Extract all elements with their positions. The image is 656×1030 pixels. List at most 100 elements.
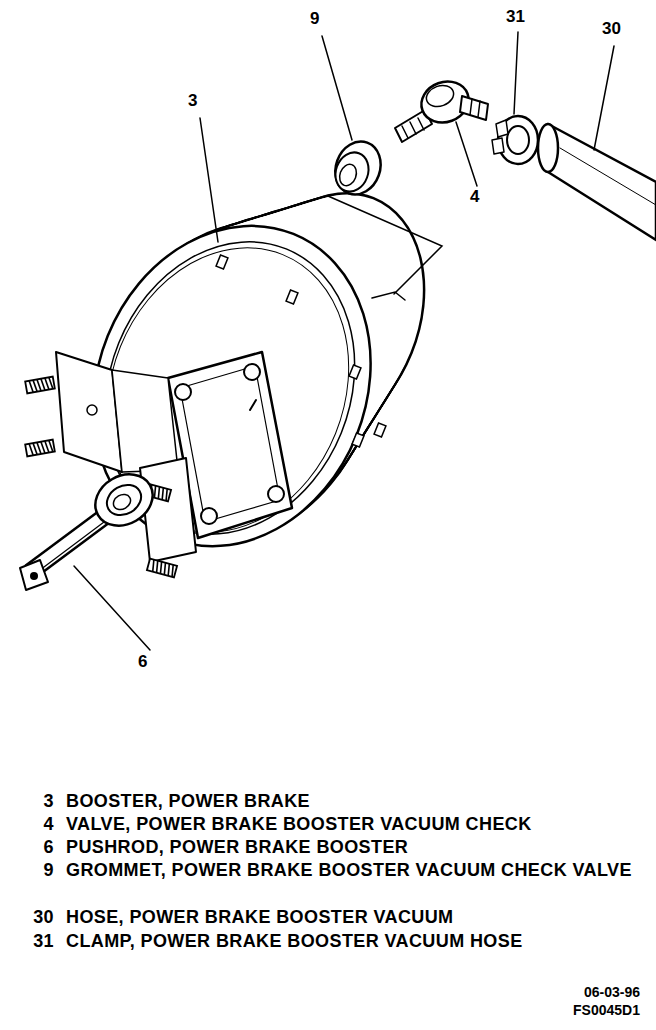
mounting-bracket — [29, 443, 33, 455]
callout-number: 6 — [138, 653, 168, 672]
check-valve — [478, 101, 480, 117]
check-valve — [418, 118, 424, 130]
callout-number: 4 — [470, 188, 500, 207]
mounting-bracket — [112, 370, 178, 472]
mounting-bracket — [37, 442, 41, 454]
mounting-bracket — [49, 377, 53, 389]
part-number: 9 — [14, 859, 54, 882]
booster-body — [286, 290, 298, 304]
figure-code: FS0045D1 — [500, 1003, 640, 1018]
part-name: CLAMP, POWER BRAKE BOOSTER VACUUM HOSE — [66, 930, 644, 953]
pushrod — [20, 560, 48, 590]
callout-number: 30 — [602, 20, 636, 39]
vacuum-hose — [538, 124, 656, 240]
pushrod — [164, 489, 169, 501]
mounting-bracket — [33, 443, 37, 455]
pushrod — [20, 458, 196, 590]
mounting-bracket — [25, 377, 55, 394]
booster-body — [216, 255, 228, 269]
pushrod — [162, 563, 167, 575]
check-valve — [410, 122, 416, 134]
hose-clamp — [507, 126, 529, 154]
pushrod — [147, 559, 177, 578]
booster-body — [352, 433, 364, 447]
mounting-bracket — [45, 441, 49, 453]
pushrod — [151, 560, 156, 572]
grommet — [328, 135, 388, 201]
mounting-plate — [175, 384, 191, 400]
leader-line — [74, 566, 150, 650]
mounting-bracket — [41, 378, 45, 390]
part-name: VALVE, POWER BRAKE BOOSTER VACUUM CHECK — [66, 813, 644, 836]
grommet — [337, 162, 360, 188]
part-name: GROMMET, POWER BRAKE BOOSTER VACUUM CHEC… — [66, 859, 644, 882]
grommet — [328, 135, 388, 201]
booster-body — [374, 423, 386, 437]
mounting-plate — [201, 508, 217, 524]
leader-line — [594, 46, 614, 150]
callout-number: 9 — [310, 10, 340, 29]
date-code: 06-03-96 — [500, 985, 640, 1000]
leader-line — [514, 32, 518, 114]
part-number: 4 — [14, 813, 54, 836]
part-number: 30 — [14, 906, 54, 929]
leader-line — [200, 118, 218, 242]
hose-clamp — [492, 138, 504, 154]
mounting-bracket — [45, 378, 49, 390]
pushrod — [101, 479, 146, 521]
booster-body — [372, 292, 405, 300]
callout-number: 31 — [506, 8, 540, 27]
check-valve — [470, 99, 472, 115]
pushrod — [86, 464, 162, 536]
mounting-plate — [250, 400, 256, 410]
vacuum-hose — [548, 124, 656, 240]
mounting-plate — [180, 366, 280, 522]
mounting-bracket — [25, 440, 55, 457]
part-number: 31 — [14, 930, 54, 953]
callout-number: 3 — [188, 92, 218, 111]
pushrod — [166, 564, 171, 576]
vacuum-hose — [560, 148, 656, 205]
part-name: PUSHROD, POWER BRAKE BOOSTER — [66, 836, 644, 859]
pushrod — [111, 491, 134, 512]
mounting-bracket — [41, 441, 45, 453]
vacuum-hose — [538, 124, 558, 172]
hose-clamp — [496, 120, 508, 137]
pushrod — [160, 488, 165, 500]
mounting-plate — [268, 486, 284, 502]
pushrod — [170, 565, 175, 577]
leader-line — [74, 32, 614, 650]
part-name: BOOSTER, POWER BRAKE — [66, 790, 644, 813]
mounting-bracket — [25, 352, 178, 472]
hose-clamp — [492, 116, 538, 164]
mounting-bracket — [25, 440, 55, 457]
booster-body — [46, 165, 458, 588]
mounting-bracket — [87, 405, 97, 415]
mounting-bracket — [33, 380, 37, 392]
part-number: 6 — [14, 836, 54, 859]
leader-line — [456, 122, 477, 186]
leader-line — [322, 36, 352, 140]
location-bracket — [328, 196, 442, 294]
booster-body — [66, 211, 390, 569]
mounting-bracket — [49, 440, 53, 452]
pushrod — [155, 561, 160, 573]
pushrod — [30, 572, 38, 580]
check-valve — [423, 82, 456, 110]
pushrod — [40, 522, 104, 570]
pushrod — [159, 562, 164, 574]
pushrod — [156, 487, 161, 499]
part-name: HOSE, POWER BRAKE BOOSTER VACUUM — [66, 906, 644, 929]
mounting-bracket — [25, 377, 55, 394]
location-bracket — [328, 196, 442, 294]
part-number: 3 — [14, 790, 54, 813]
check-valve — [395, 75, 488, 142]
mounting-bracket — [37, 379, 41, 391]
mounting-plate — [244, 364, 260, 380]
grommet — [330, 148, 374, 197]
check-valve — [402, 126, 408, 138]
booster-body — [349, 365, 361, 379]
pushrod — [147, 559, 177, 578]
mounting-bracket — [29, 380, 33, 392]
